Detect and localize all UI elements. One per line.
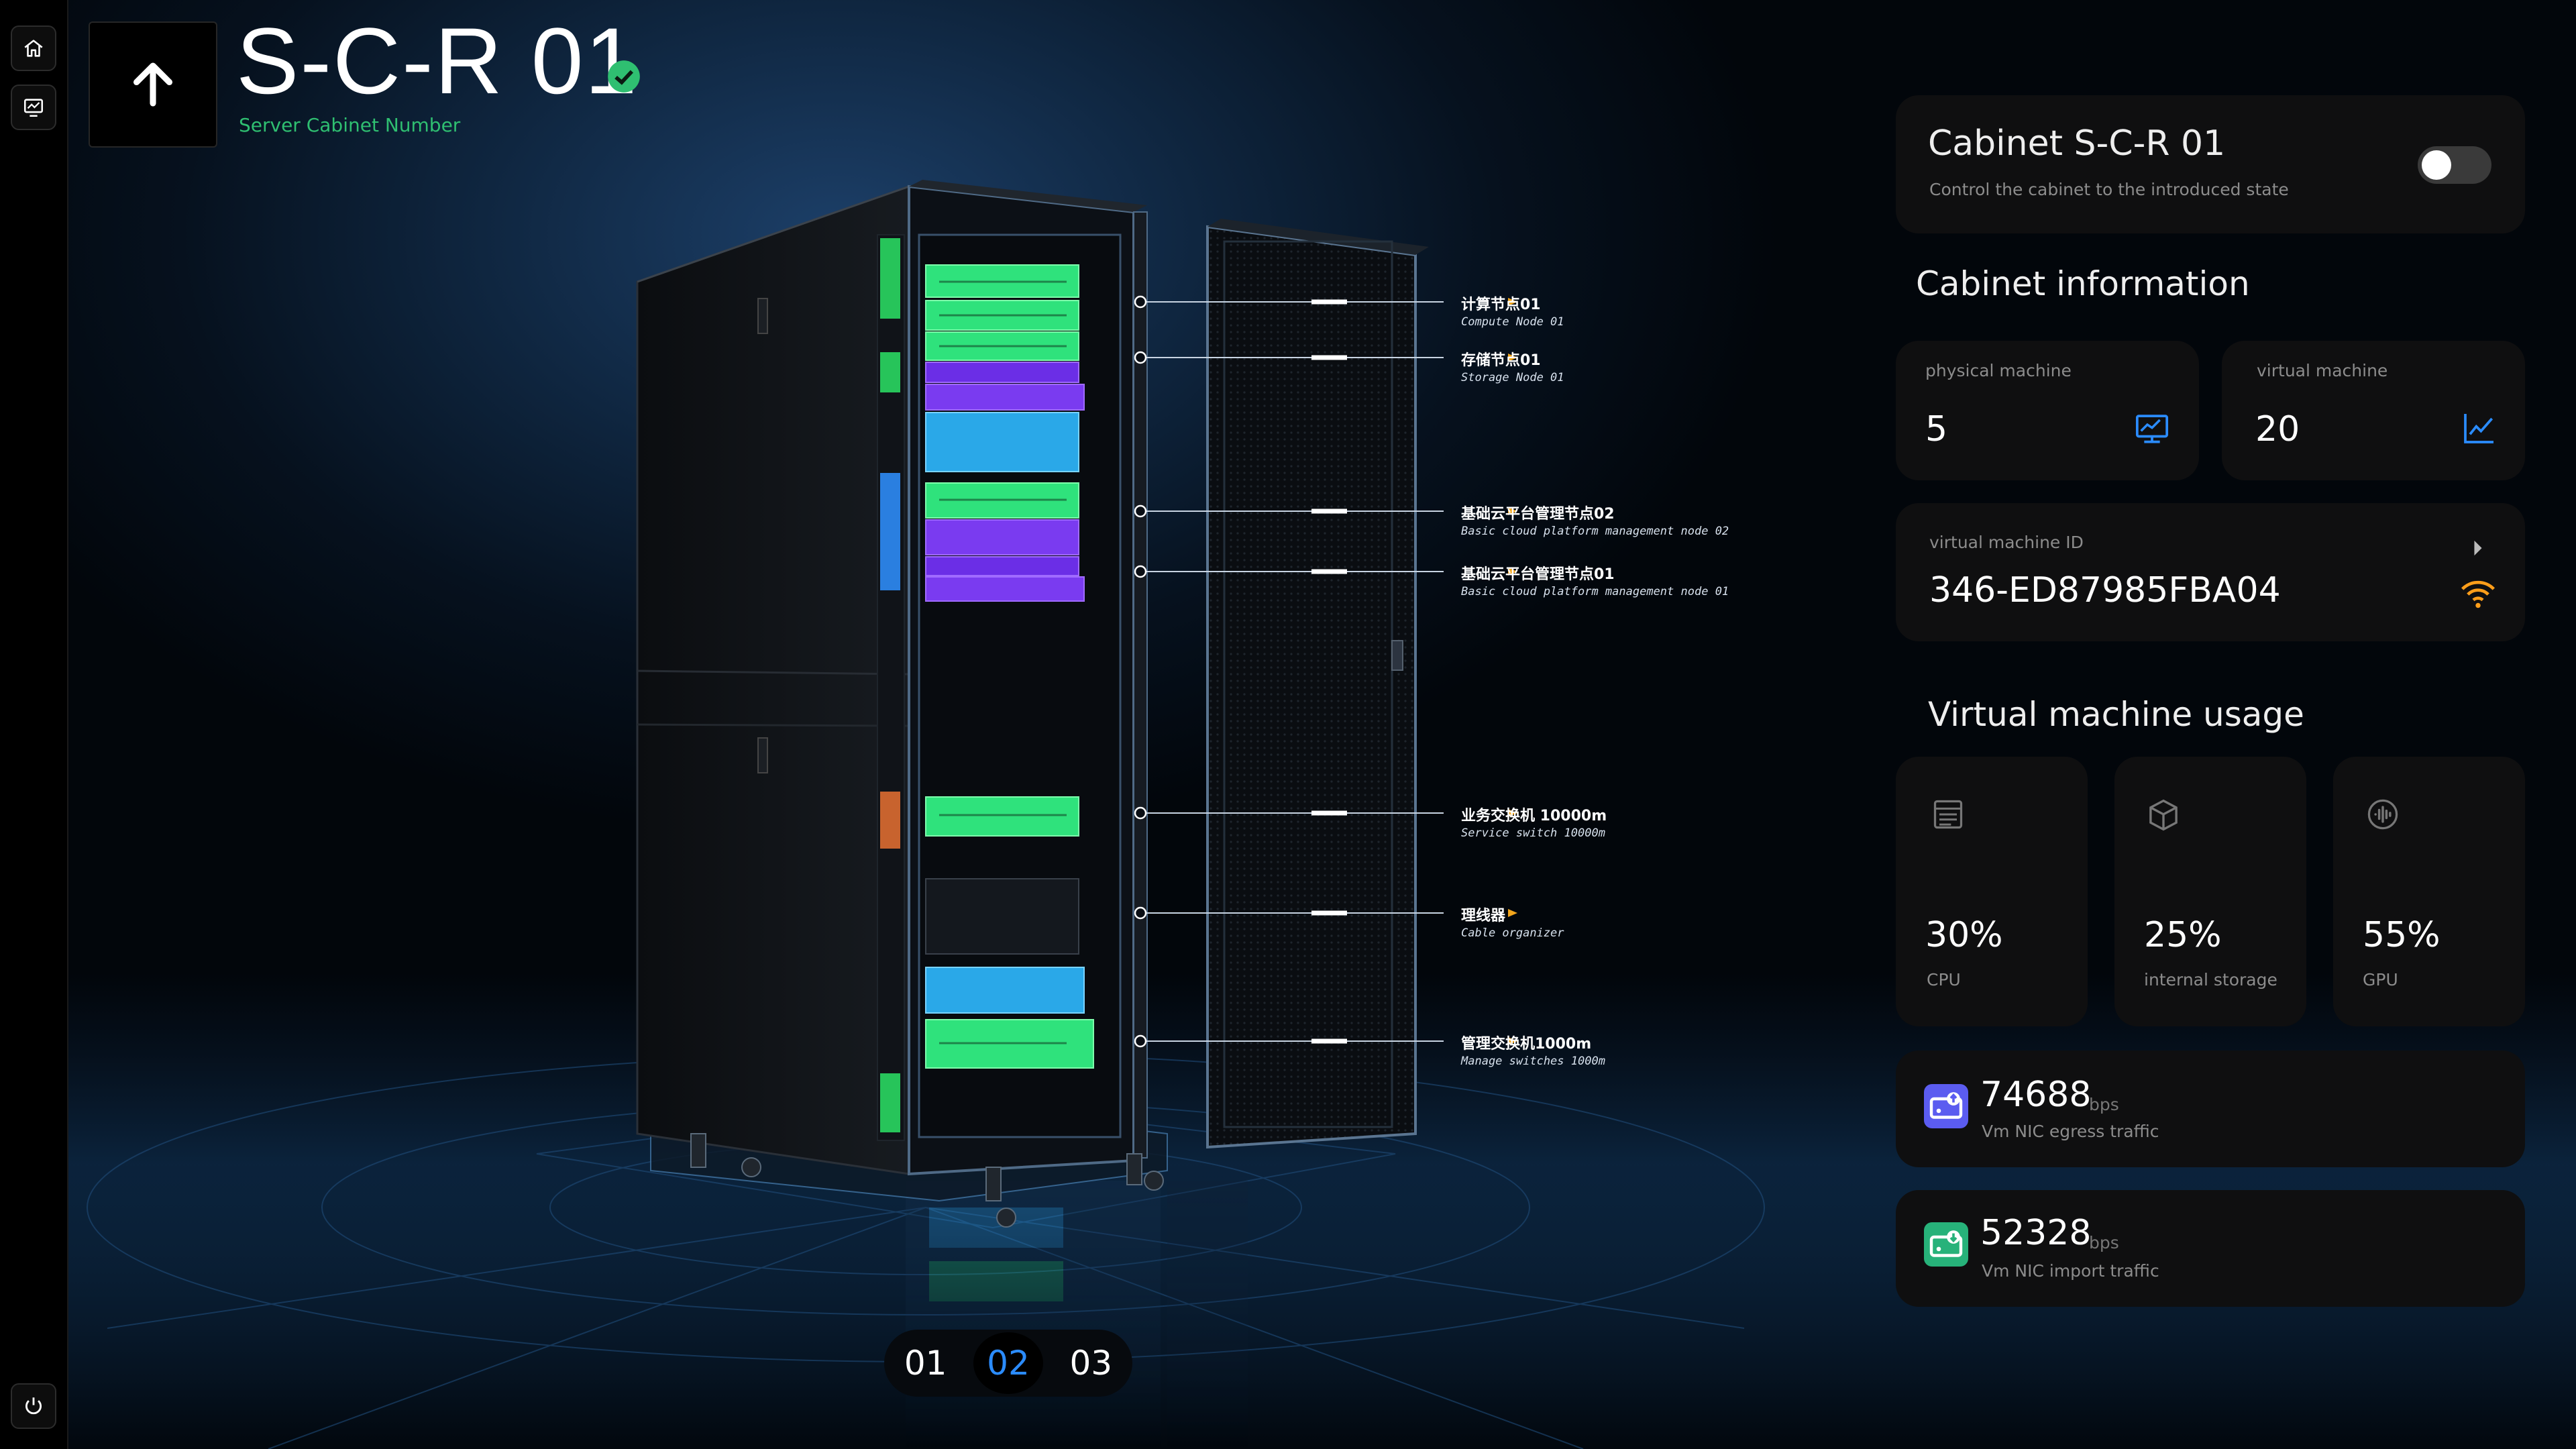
physical-machine-label: physical machine bbox=[1925, 361, 2072, 380]
left-rail bbox=[0, 0, 68, 1449]
back-button[interactable] bbox=[89, 21, 217, 148]
waveform-circle-icon bbox=[2367, 799, 2398, 830]
page-title: S-C-R 01 bbox=[236, 8, 639, 113]
physical-machine-card[interactable]: physical machine 5 bbox=[1896, 341, 2199, 480]
callout-label-en: Compute Node 01 bbox=[1461, 315, 1564, 329]
cpu-usage-value: 30% bbox=[1925, 915, 2003, 955]
cpu-usage-card[interactable]: 30% CPU bbox=[1896, 757, 2088, 1026]
callout-manage-switch[interactable]: 管理交换机1000m Manage switches 1000m bbox=[1461, 1032, 1605, 1068]
vm-usage-title: Virtual machine usage bbox=[1928, 695, 2304, 734]
home-button[interactable] bbox=[11, 25, 56, 71]
pdu-ports bbox=[880, 238, 900, 1132]
callout-label-zh: 计算节点01 bbox=[1461, 297, 1541, 313]
import-traffic-value: 52328 bbox=[1980, 1213, 2092, 1253]
monitor-chart-icon bbox=[2135, 415, 2169, 443]
vm-id-card[interactable]: virtual machine ID 346-ED87985FBA04 bbox=[1896, 503, 2525, 641]
callout-label-en: Basic cloud platform management node 02 bbox=[1461, 525, 1729, 538]
callout-label-zh: 管理交换机1000m bbox=[1461, 1036, 1592, 1053]
vm-id-value: 346-ED87985FBA04 bbox=[1929, 570, 2281, 610]
cabinet-state-toggle[interactable] bbox=[2418, 146, 2491, 184]
cabinet-pager: 01 02 03 bbox=[884, 1330, 1132, 1397]
cube-icon bbox=[2149, 799, 2178, 831]
callout-label-en: Basic cloud platform management node 01 bbox=[1461, 585, 1729, 598]
egress-traffic-label: Vm NIC egress traffic bbox=[1982, 1122, 2159, 1141]
page-02-button[interactable]: 02 bbox=[973, 1332, 1043, 1394]
trend-chart-icon bbox=[2464, 414, 2493, 443]
callout-cable-organizer[interactable]: 理线器 Cable organizer bbox=[1461, 904, 1564, 940]
egress-traffic-value: 74688 bbox=[1980, 1075, 2092, 1115]
server-units bbox=[925, 264, 1094, 1069]
toggle-knob bbox=[2422, 150, 2451, 180]
cabinet-info-title: Cabinet information bbox=[1916, 264, 2250, 303]
power-button[interactable] bbox=[11, 1383, 56, 1429]
chevron-right-icon[interactable] bbox=[2471, 539, 2485, 557]
cpu-usage-label: CPU bbox=[1927, 970, 1961, 989]
cpu-list-icon bbox=[1933, 800, 1963, 829]
callout-label-zh: 存储节点01 bbox=[1461, 352, 1541, 369]
page-subtitle: Server Cabinet Number bbox=[239, 114, 461, 136]
nic-upload-icon bbox=[1924, 1084, 1968, 1128]
callout-label-zh: 基础云平台管理节点01 bbox=[1461, 566, 1615, 583]
cabinet-card-subtitle: Control the cabinet to the introduced st… bbox=[1929, 180, 2289, 199]
callout-label-en: Service switch 10000m bbox=[1461, 826, 1605, 840]
callout-label-en: Storage Node 01 bbox=[1461, 371, 1564, 384]
callout-label-en: Cable organizer bbox=[1461, 926, 1564, 940]
page-03-button[interactable]: 03 bbox=[1069, 1344, 1113, 1383]
callout-mgmt-node-02[interactable]: 基础云平台管理节点02 Basic cloud platform managem… bbox=[1461, 502, 1729, 538]
virtual-machine-card[interactable]: virtual machine 20 bbox=[2222, 341, 2525, 480]
callout-service-switch[interactable]: 业务交换机 10000m Service switch 10000m bbox=[1461, 804, 1607, 840]
virtual-machine-label: virtual machine bbox=[2257, 361, 2388, 380]
monitor-button[interactable] bbox=[11, 85, 56, 130]
vm-id-label: virtual machine ID bbox=[1929, 533, 2084, 552]
storage-usage-value: 25% bbox=[2144, 915, 2222, 955]
import-traffic-label: Vm NIC import traffic bbox=[1982, 1261, 2159, 1281]
callout-label-zh: 基础云平台管理节点02 bbox=[1461, 506, 1615, 523]
import-traffic-unit: bps bbox=[2089, 1233, 2119, 1252]
cabinet-render bbox=[67, 180, 2576, 1449]
callout-mgmt-node-01[interactable]: 基础云平台管理节点01 Basic cloud platform managem… bbox=[1461, 562, 1729, 598]
virtual-machine-value: 20 bbox=[2255, 409, 2300, 449]
monitor-chart-icon bbox=[23, 99, 44, 117]
callout-storage-node-01[interactable]: 存储节点01 Storage Node 01 bbox=[1461, 348, 1564, 384]
storage-usage-card[interactable]: 25% internal storage bbox=[2114, 757, 2306, 1026]
page-01-button[interactable]: 01 bbox=[904, 1344, 947, 1383]
egress-traffic-card[interactable]: 74688 bps Vm NIC egress traffic bbox=[1896, 1051, 2525, 1167]
cabinet-card-title: Cabinet S-C-R 01 bbox=[1928, 123, 2226, 164]
callout-label-zh: 理线器 bbox=[1461, 908, 1506, 924]
import-traffic-card[interactable]: 52328 bps Vm NIC import traffic bbox=[1896, 1190, 2525, 1307]
callout-label-zh: 业务交换机 10000m bbox=[1461, 808, 1607, 824]
check-circle-icon bbox=[608, 60, 640, 93]
nic-download-icon bbox=[1924, 1222, 1968, 1267]
wifi-icon bbox=[2461, 580, 2495, 608]
power-icon bbox=[25, 1397, 42, 1415]
storage-usage-label: internal storage bbox=[2144, 970, 2277, 989]
egress-traffic-unit: bps bbox=[2089, 1095, 2119, 1114]
callout-compute-node-01[interactable]: 计算节点01 Compute Node 01 bbox=[1461, 292, 1564, 329]
home-icon bbox=[24, 40, 43, 57]
arrow-up-icon bbox=[133, 62, 173, 107]
callout-label-en: Manage switches 1000m bbox=[1461, 1055, 1605, 1068]
gpu-usage-value: 55% bbox=[2363, 915, 2440, 955]
physical-machine-value: 5 bbox=[1925, 409, 1948, 449]
gpu-usage-label: GPU bbox=[2363, 970, 2398, 989]
gpu-usage-card[interactable]: 55% GPU bbox=[2333, 757, 2525, 1026]
